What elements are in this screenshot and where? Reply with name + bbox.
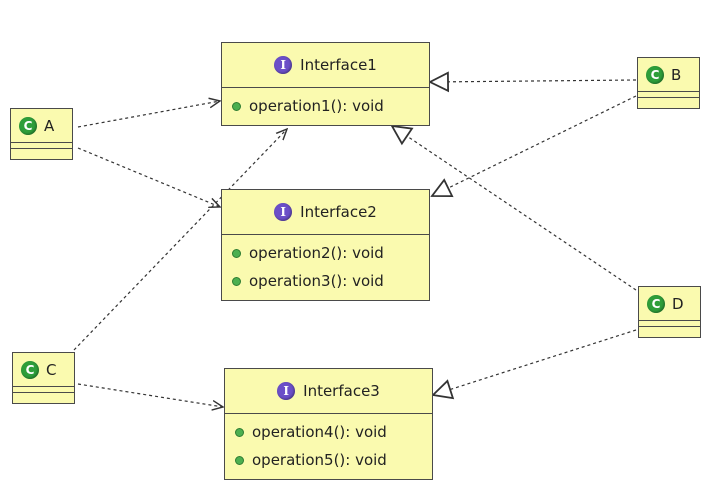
interface-icon: I xyxy=(277,382,296,400)
operation-signature: operation3(): void xyxy=(249,272,384,290)
dependency-a-interface2 xyxy=(77,147,220,207)
class-icon: C xyxy=(21,360,39,379)
interface3-box[interactable]: I Interface3 operation4(): void operatio… xyxy=(224,368,433,480)
dependency-c-interface3 xyxy=(77,383,223,407)
class-c-box[interactable]: C C xyxy=(12,352,75,404)
interface3-header: I Interface3 xyxy=(225,369,432,413)
interface2-operations: operation2(): void operation3(): void xyxy=(222,234,429,295)
operation-dot-icon xyxy=(232,101,241,111)
class-c-name: C xyxy=(46,360,57,379)
class-c-header: C C xyxy=(13,353,74,386)
interface2-box[interactable]: I Interface2 operation2(): void operatio… xyxy=(221,189,430,301)
interface1-box[interactable]: I Interface1 operation1(): void xyxy=(221,42,430,126)
operation-item: operation5(): void xyxy=(225,446,432,474)
interface3-operations: operation4(): void operation5(): void xyxy=(225,413,432,474)
operation-dot-icon xyxy=(232,276,241,286)
realization-b-interface1 xyxy=(430,80,637,82)
class-d-name: D xyxy=(672,294,684,313)
class-icon: C xyxy=(647,294,665,313)
class-icon: C xyxy=(646,65,664,84)
interface1-name: Interface1 xyxy=(300,56,377,74)
interface-icon: I xyxy=(274,203,293,221)
operation-item: operation1(): void xyxy=(222,92,429,120)
operation-dot-icon xyxy=(232,248,241,258)
operation-signature: operation5(): void xyxy=(252,451,387,469)
class-c-methods-compartment xyxy=(13,392,74,398)
class-a-name: A xyxy=(44,116,55,135)
class-d-header: C D xyxy=(639,287,700,320)
operation-item: operation4(): void xyxy=(225,418,432,446)
operation-signature: operation2(): void xyxy=(249,244,384,262)
class-b-name: B xyxy=(671,65,682,84)
class-b-header: C B xyxy=(638,58,699,91)
class-d-methods-compartment xyxy=(639,326,700,332)
operation-dot-icon xyxy=(235,427,244,437)
interface2-name: Interface2 xyxy=(300,203,377,221)
interface1-operations: operation1(): void xyxy=(222,87,429,120)
class-b-box[interactable]: C B xyxy=(637,57,700,109)
class-d-attributes-compartment xyxy=(639,320,700,326)
realization-d-interface3 xyxy=(433,329,637,395)
operation-item: operation3(): void xyxy=(222,267,429,295)
class-a-box[interactable]: C A xyxy=(10,108,73,160)
interface-icon: I xyxy=(274,56,293,74)
realization-d-interface1 xyxy=(392,126,637,291)
interface2-header: I Interface2 xyxy=(222,190,429,234)
class-b-attributes-compartment xyxy=(638,91,699,97)
dependency-a-interface1 xyxy=(77,101,220,128)
operation-signature: operation4(): void xyxy=(252,423,387,441)
interface3-name: Interface3 xyxy=(303,382,380,400)
class-c-attributes-compartment xyxy=(13,386,74,392)
class-d-box[interactable]: C D xyxy=(638,286,701,338)
class-icon: C xyxy=(19,116,37,135)
class-a-methods-compartment xyxy=(11,148,72,154)
interface1-header: I Interface1 xyxy=(222,43,429,87)
realization-b-interface2 xyxy=(432,95,637,196)
operation-dot-icon xyxy=(235,455,244,465)
class-a-attributes-compartment xyxy=(11,142,72,148)
class-b-methods-compartment xyxy=(638,97,699,103)
operation-item: operation2(): void xyxy=(222,239,429,267)
operation-signature: operation1(): void xyxy=(249,97,384,115)
class-a-header: C A xyxy=(11,109,72,142)
